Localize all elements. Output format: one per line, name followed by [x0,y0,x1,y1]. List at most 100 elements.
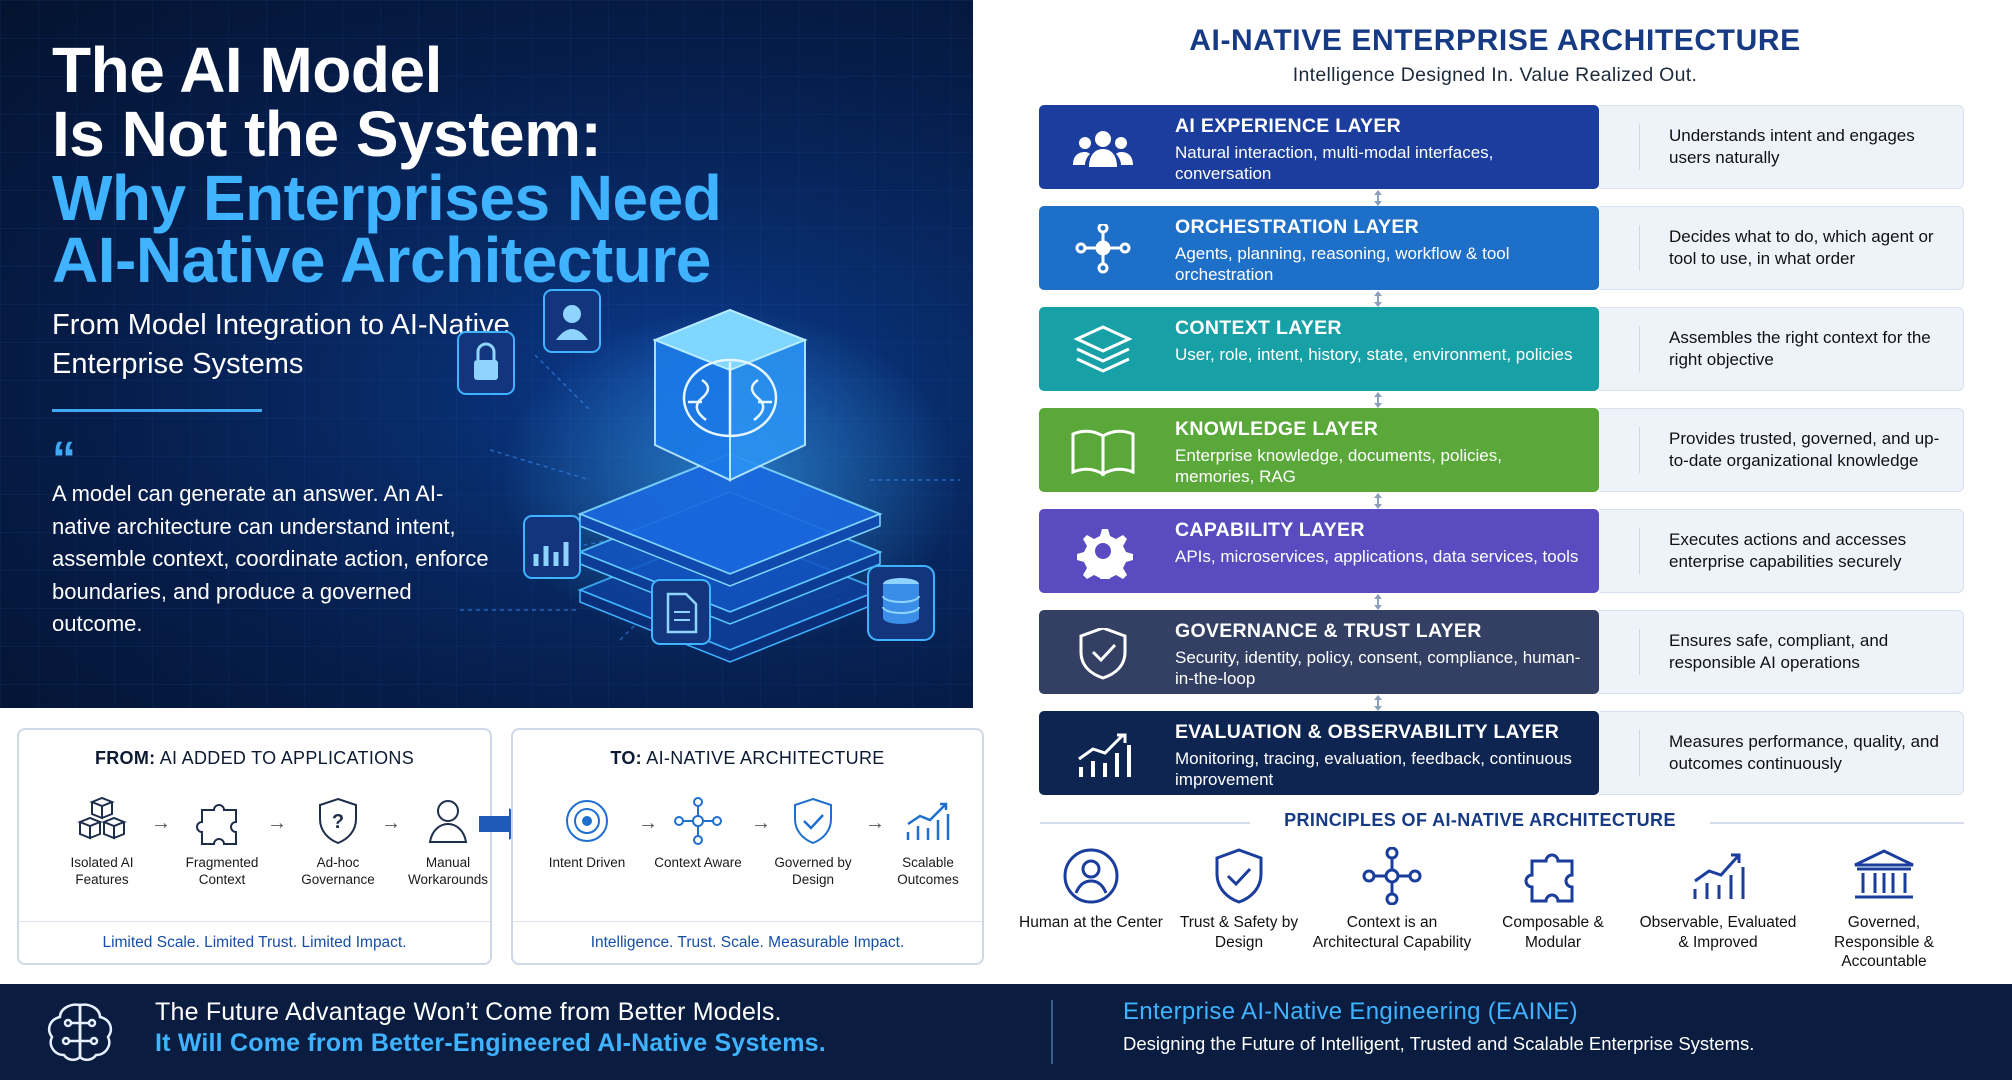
layer-description: Ensures safe, compliant, and responsible… [1599,610,1964,694]
layer-connector-icon [1374,291,1382,307]
principle-trust: Trust & Safety by Design [1159,847,1319,952]
layer-orchestration-layer: ORCHESTRATION LAYER Agents, planning, rea… [1039,206,1599,290]
principle-context: Context is an Architectural Capability [1312,847,1472,952]
layer-items: Agents, planning, reasoning, workflow & … [1175,244,1510,284]
layer-title: GOVERNANCE & TRUST LAYER [1175,620,1482,642]
principle-observable: Observable, Evaluated & Improved [1638,847,1798,952]
institution-icon [1854,849,1914,899]
ai-cube [652,308,808,482]
hero-subtitle: From Model Integration to AI-Native Ente… [52,309,510,380]
layer-items: Security, identity, policy, consent, com… [1175,648,1581,688]
layer-title: CAPABILITY LAYER [1175,519,1365,541]
shield-check-icon [794,797,832,845]
layer-description-text: Decides what to do, which agent or tool … [1669,227,1934,268]
layer-items: APIs, microservices, applications, data … [1175,547,1579,566]
users-icon [1073,131,1133,167]
from-step-manual: Manual Workarounds [393,796,503,888]
shield-check-icon [1079,628,1127,680]
layer-title: AI EXPERIENCE LAYER [1175,115,1402,137]
footer-tagline: Designing the Future of Intelligent, Tru… [1123,1033,1755,1054]
to-step-governed: Governed by Design [758,796,868,888]
svg-text:?: ? [332,811,344,833]
growth-chart-icon [906,802,950,840]
architecture-subtitle: Intelligence Designed In. Value Realized… [1292,64,1698,86]
growth-chart-icon [1693,853,1745,899]
hero-title-line-3: Why Enterprises Need [52,162,722,234]
layer-description: Executes actions and accesses enterprise… [1599,509,1964,593]
puzzle-icon [1524,853,1574,903]
layer-items: Monitoring, tracing, evaluation, feedbac… [1175,749,1572,789]
puzzle-icon [196,804,237,845]
layer-connector-icon [1374,190,1382,206]
layer-description-text: Provides trusted, governed, and up-to-da… [1669,429,1940,470]
from-panel-footer: Limited Scale. Limited Trust. Limited Im… [19,921,490,963]
ai-stack-illustration [457,289,960,663]
shield-question-icon: ? [319,797,357,845]
gear-icon [1077,529,1133,579]
brain-icon [682,358,778,438]
principle-composable: Composable & Modular [1473,847,1633,952]
to-panel: TO: AI-NATIVE ARCHITECTURE Intent Driven… [511,728,984,965]
layer-items: Natural interaction, multi-modal interfa… [1175,143,1494,183]
arrow-icon: → [381,812,401,834]
layer-connector-icon [1374,392,1382,408]
arrow-icon: → [638,812,658,834]
layer-description-text: Ensures safe, compliant, and responsible… [1669,631,1889,672]
from-step-fragmented: Fragmented Context [167,796,277,888]
layer-description: Decides what to do, which agent or tool … [1599,206,1964,290]
footer-brand: Enterprise AI-Native Engineering (EAINE) [1123,998,1578,1025]
shield-check-icon [1215,848,1263,904]
hero-panel: The AI Model Is Not the System: Why Ente… [0,0,973,708]
layer-description: Measures performance, quality, and outco… [1599,711,1964,795]
layer-items: Enterprise knowledge, documents, policie… [1175,446,1502,486]
footer-divider [1051,1000,1053,1064]
footer-banner: The Future Advantage Won’t Come from Bet… [0,984,2012,1080]
principles-title: PRINCIPLES OF AI-NATIVE ARCHITECTURE [1250,810,1710,831]
person-circle-icon [1063,848,1119,904]
to-step-scalable: Scalable Outcomes [873,796,983,888]
to-panel-footer: Intelligence. Trust. Scale. Measurable I… [513,921,982,963]
layer-title: EVALUATION & OBSERVABILITY LAYER [1175,721,1560,743]
footer-headline-2: It Will Come from Better-Engineered AI-N… [155,1029,826,1057]
hero-title-line-2: Is Not the System: [52,98,602,170]
layer-description-text: Measures performance, quality, and outco… [1669,732,1939,773]
target-icon [566,800,608,842]
layer-description-text: Executes actions and accesses enterprise… [1669,530,1907,571]
footer-headline-1: The Future Advantage Won’t Come from Bet… [155,998,782,1026]
layer-description: Assembles the right context for the righ… [1599,307,1964,391]
from-panel-title: FROM: AI ADDED TO APPLICATIONS [94,748,415,768]
arrow-icon: → [751,812,771,834]
layer-governance-trust-layer: GOVERNANCE & TRUST LAYER Security, identi… [1039,610,1599,694]
from-step-adhoc: ? Ad-hoc Governance [283,796,393,888]
hero-title-line-1: The AI Model [52,34,442,106]
cubes-icon [77,796,127,840]
layer-connector-icon [1374,594,1382,610]
from-step-isolated: Isolated AI Features [47,796,157,888]
layer-ai-experience-layer: AI EXPERIENCE LAYER Natural interaction, … [1039,105,1599,189]
document-icon [651,579,711,645]
network-icon [674,797,722,845]
to-step-intent: Intent Driven [532,796,642,871]
book-icon [1071,429,1135,477]
arrow-icon: → [151,812,171,834]
layer-evaluation-observability-layer: EVALUATION & OBSERVABILITY LAYER Monitori… [1039,711,1599,795]
hero-title-line-4: AI-Native Architecture [52,224,711,296]
layer-title: CONTEXT LAYER [1175,317,1342,339]
to-step-context: Context Aware [643,796,753,871]
hero-quote: A model can generate an answer. An AI-na… [52,481,489,636]
layer-connector-icon [1374,695,1382,711]
layer-title: ORCHESTRATION LAYER [1175,216,1420,238]
layer-description-text: Assembles the right context for the righ… [1669,328,1931,369]
brain-circuit-icon [48,1003,112,1061]
principle-human: Human at the Center [1011,847,1171,933]
network-icon [1075,224,1131,274]
layer-capability-layer: CAPABILITY LAYER APIs, microservices, app… [1039,509,1599,593]
layer-knowledge-layer: KNOWLEDGE LAYER Enterprise knowledge, doc… [1039,408,1599,492]
layer-title: KNOWLEDGE LAYER [1175,418,1379,440]
network-icon [1362,847,1422,905]
arrow-icon: → [865,812,885,834]
database-icon [867,565,935,641]
layer-description: Understands intent and engages users nat… [1599,105,1964,189]
